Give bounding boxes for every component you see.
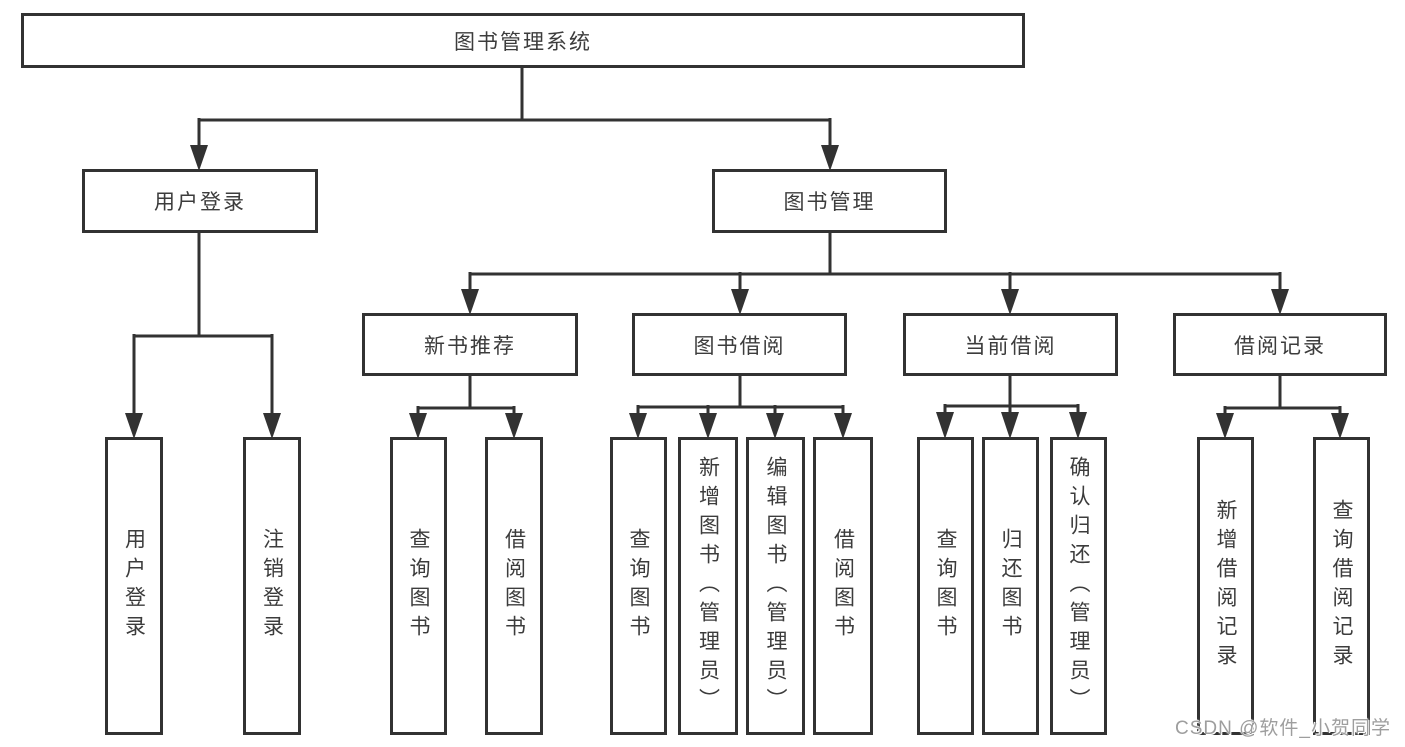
arrowhead-query-books-3 <box>936 412 954 439</box>
leaf-return-books: 归还图书 <box>982 437 1039 735</box>
leaf-add-book-admin: 新增图书（管理员） <box>678 437 738 735</box>
arrowhead-user-login <box>190 145 208 171</box>
arrowhead-confirm-return-admin <box>1069 412 1087 439</box>
arrowhead-borrow-books-1 <box>505 413 523 439</box>
leaf-logout: 注销登录 <box>243 437 301 735</box>
csdn-watermark: CSDN @软件_小贺同学 <box>1175 718 1391 739</box>
node-current-borrow: 当前借阅 <box>903 313 1118 376</box>
arrowhead-return-books <box>1001 412 1019 439</box>
arrowhead-new-book-recommend <box>461 289 479 315</box>
node-user-login: 用户登录 <box>82 169 318 233</box>
arrowhead-query-books-1 <box>409 413 427 439</box>
arrowhead-borrow-books-2 <box>834 413 852 439</box>
arrowhead-query-borrow-record <box>1331 413 1349 439</box>
leaf-borrow-books-2: 借阅图书 <box>813 437 873 735</box>
node-book-borrow: 图书借阅 <box>632 313 847 376</box>
leaf-query-books-2: 查询图书 <box>610 437 667 735</box>
leaf-edit-book-admin: 编辑图书（管理员） <box>746 437 805 735</box>
arrowhead-leaf-user-login <box>125 413 143 439</box>
arrowhead-current-borrow <box>1001 289 1019 315</box>
arrowhead-leaf-logout <box>263 413 281 439</box>
arrowhead-query-books-2 <box>629 413 647 439</box>
leaf-query-books-1: 查询图书 <box>390 437 447 735</box>
node-book-management: 图书管理 <box>712 169 947 233</box>
leaf-query-borrow-record: 查询借阅记录 <box>1313 437 1370 735</box>
leaf-confirm-return-admin: 确认归还（管理员） <box>1050 437 1107 735</box>
arrowhead-book-management <box>821 145 839 171</box>
node-borrow-records: 借阅记录 <box>1173 313 1387 376</box>
leaf-query-books-3: 查询图书 <box>917 437 974 735</box>
arrowhead-add-book-admin <box>699 413 717 439</box>
leaf-borrow-books-1: 借阅图书 <box>485 437 543 735</box>
node-new-book-recommend: 新书推荐 <box>362 313 578 376</box>
arrowhead-borrow-records <box>1271 289 1289 315</box>
arrowhead-add-borrow-record <box>1216 413 1234 439</box>
arrowhead-edit-book-admin <box>766 413 784 439</box>
leaf-user-login: 用户登录 <box>105 437 163 735</box>
leaf-add-borrow-record: 新增借阅记录 <box>1197 437 1254 735</box>
node-root: 图书管理系统 <box>21 13 1025 68</box>
arrowhead-book-borrow <box>731 289 749 315</box>
